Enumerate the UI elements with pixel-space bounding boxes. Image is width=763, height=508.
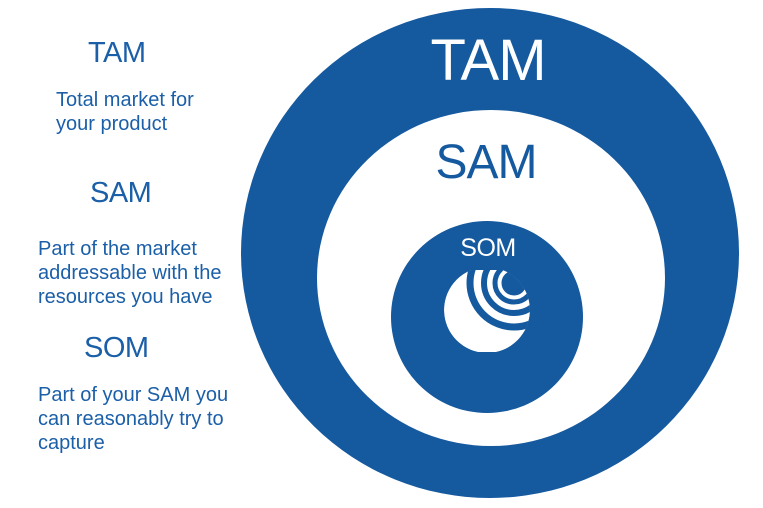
som-circle-label: SOM [460,234,516,262]
tam-circle-label: TAM [430,28,546,93]
sam-circle-label: SAM [435,136,537,189]
logo-core-notch [506,275,522,291]
curved-stripes-sphere-logo-icon [444,270,530,352]
legend-definition-sam: Part of the market addressable with the … [38,238,222,308]
legend-definition-som: Part of your SAM you can reasonably try … [38,384,229,454]
legend-term-tam: TAM [88,37,146,69]
legend-term-sam: SAM [90,177,152,209]
legend-term-som: SOM [84,332,149,364]
legend-definition-tam: Total market for your product [56,89,194,135]
